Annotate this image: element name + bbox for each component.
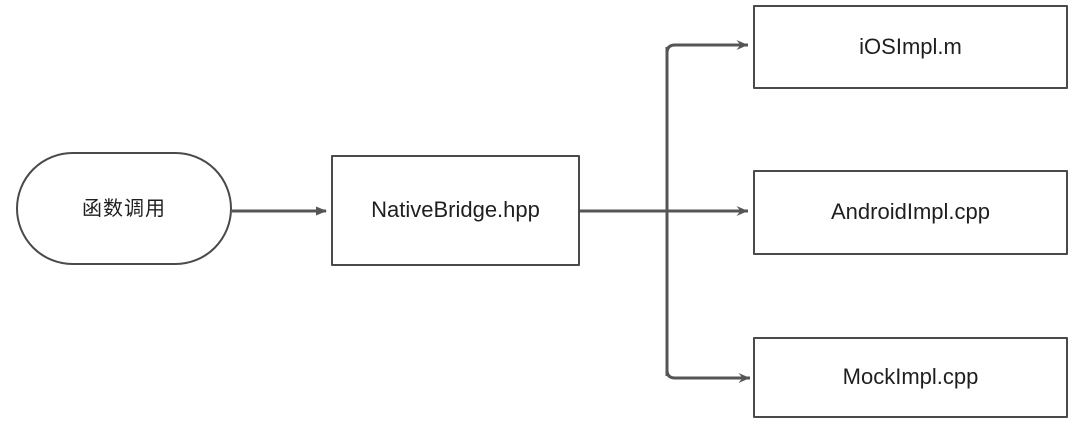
- node-mock-impl[interactable]: MockImpl.cpp: [753, 337, 1068, 418]
- node-android-impl[interactable]: AndroidImpl.cpp: [753, 170, 1068, 255]
- edge-to-ios-impl: [665, 40, 748, 54]
- node-mock-impl-label: MockImpl.cpp: [842, 364, 979, 390]
- node-ios-impl[interactable]: iOSImpl.m: [753, 5, 1068, 89]
- node-function-call-label: 函数调用: [82, 197, 166, 220]
- node-function-call[interactable]: 函数调用: [16, 152, 232, 265]
- node-android-impl-label: AndroidImpl.cpp: [831, 199, 990, 225]
- node-native-bridge[interactable]: NativeBridge.hpp: [331, 155, 580, 266]
- node-native-bridge-label: NativeBridge.hpp: [371, 197, 540, 223]
- node-ios-impl-label: iOSImpl.m: [859, 33, 962, 59]
- edge-to-mock-impl: [665, 369, 750, 383]
